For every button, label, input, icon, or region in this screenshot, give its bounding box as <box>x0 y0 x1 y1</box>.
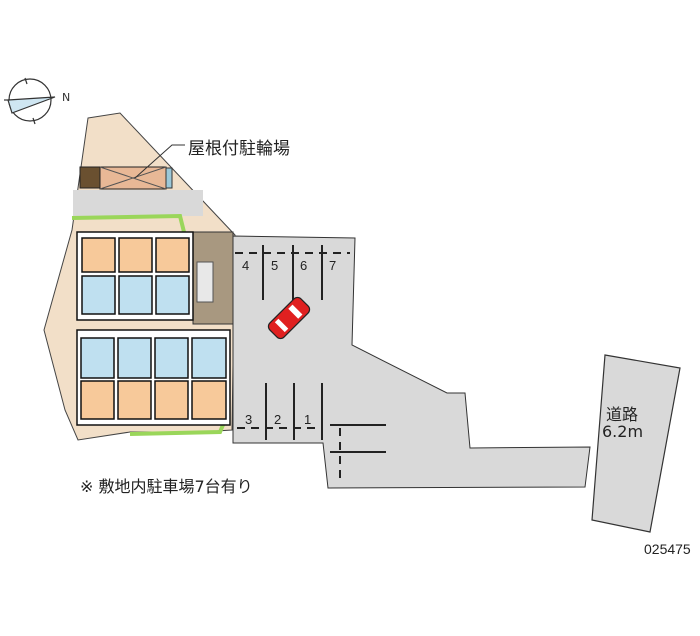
parking-space-3: 3 <box>245 412 252 427</box>
parking-space-2: 2 <box>274 412 281 427</box>
road-width-label: 6.2m <box>602 422 644 441</box>
road-label: 道路 <box>606 405 639 424</box>
road <box>591 354 681 533</box>
car-icon <box>267 296 311 340</box>
bike-shelter-leader-line <box>134 144 185 179</box>
compass-north-label: N <box>62 91 70 104</box>
parking-space-4: 4 <box>242 258 249 273</box>
parking-lot <box>232 235 591 489</box>
building-upper-row <box>76 231 194 321</box>
building-lower-row <box>76 329 231 426</box>
walkway <box>73 190 203 216</box>
bike-shelter <box>79 166 173 190</box>
parking-note: ※ 敷地内駐車場7台有り <box>80 477 253 496</box>
parking-space-6: 6 <box>300 258 307 273</box>
hedge <box>71 213 186 233</box>
parking-space-7: 7 <box>329 258 336 273</box>
bike-shelter-label: 屋根付駐輪場 <box>188 139 290 159</box>
compass-icon <box>4 77 56 125</box>
parking-space-1: 1 <box>304 412 311 427</box>
parking-markings <box>235 245 386 480</box>
parking-space-5: 5 <box>271 258 278 273</box>
property-code: 025475 <box>644 541 691 557</box>
